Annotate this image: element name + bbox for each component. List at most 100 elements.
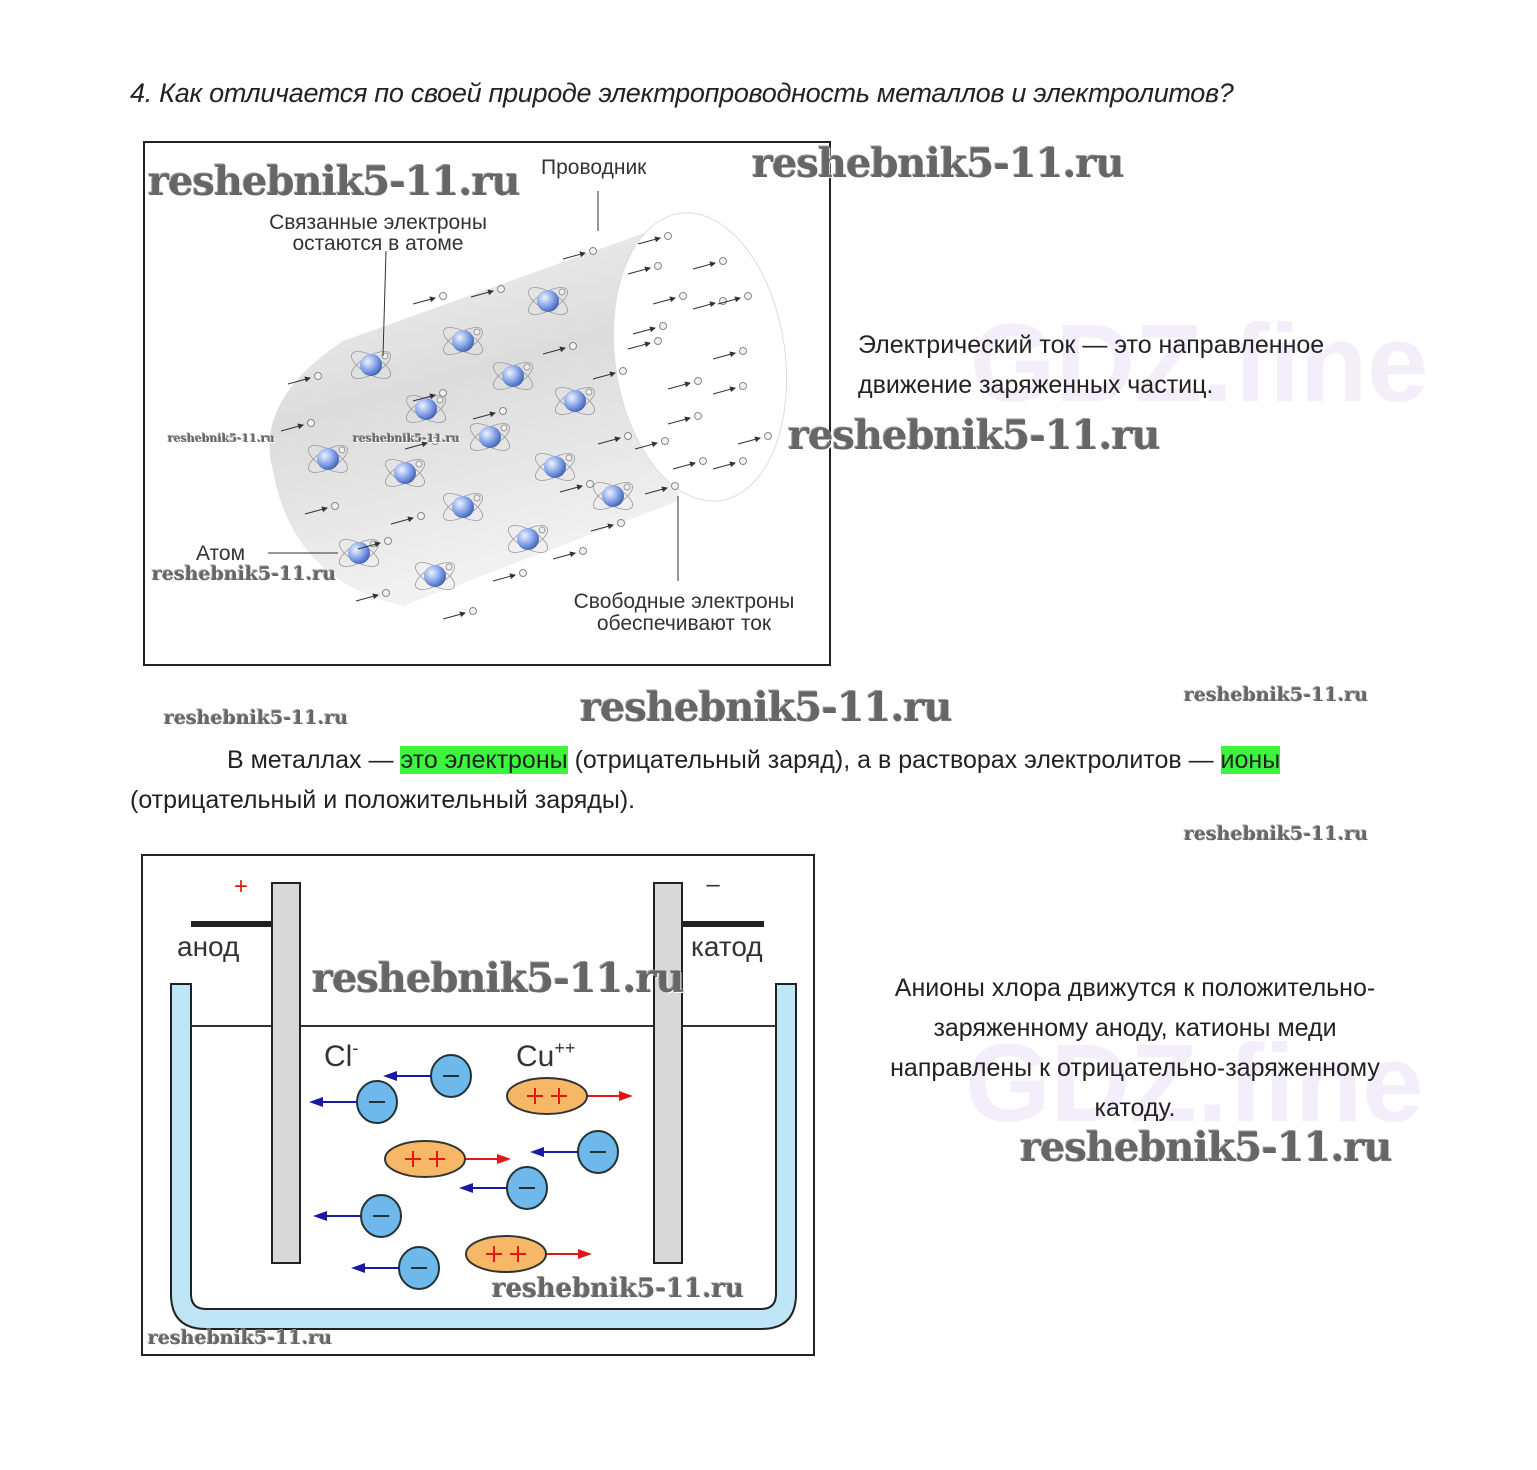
gdz-watermark: GDZ.fine xyxy=(970,302,1429,425)
cation-arrow xyxy=(587,1091,633,1101)
anion-arrow xyxy=(459,1183,507,1193)
atom xyxy=(415,562,455,590)
anion-arrow xyxy=(351,1263,399,1273)
chloride-anion xyxy=(577,1130,619,1174)
free-electron xyxy=(712,457,747,470)
watermark: reshebnik5-11.ru xyxy=(580,684,953,731)
answer-text: (отрицательный заряд), а в растворах эле… xyxy=(567,746,1221,774)
atom xyxy=(470,423,510,451)
atom xyxy=(406,395,446,423)
cathode-electrode xyxy=(653,882,683,1264)
free-electron xyxy=(717,292,752,305)
chloride-anion xyxy=(430,1054,472,1098)
label-conductor: Проводник xyxy=(541,156,647,179)
cation-arrow xyxy=(465,1154,511,1164)
free-electron xyxy=(304,502,339,515)
atom xyxy=(528,287,568,315)
chloride-anion xyxy=(398,1246,440,1290)
watermark: reshebnik5-11.ru xyxy=(752,140,1125,187)
free-electron xyxy=(492,569,527,582)
minus-sign: – xyxy=(706,871,720,898)
free-electron xyxy=(357,537,392,550)
chloride-anion xyxy=(506,1166,548,1210)
label-atom: Атом xyxy=(196,542,245,565)
free-electron xyxy=(634,437,669,450)
free-electron xyxy=(627,262,662,275)
answer-text: В металлах — xyxy=(227,746,401,774)
free-electron xyxy=(280,419,315,432)
free-electron xyxy=(287,372,322,385)
free-electron xyxy=(442,607,477,620)
watermark: reshebnik5-11.ru xyxy=(1184,684,1369,706)
free-electron xyxy=(390,512,425,525)
chloride-anion xyxy=(360,1194,402,1238)
free-electron xyxy=(542,342,577,355)
atom xyxy=(385,459,425,487)
free-electron xyxy=(472,407,507,420)
watermark: reshebnik5-11.ru xyxy=(492,1274,745,1304)
watermark: reshebnik5-11.ru xyxy=(152,563,337,585)
free-electron xyxy=(404,437,439,450)
explanation-text: Анионы хлора движутся к положительно- за… xyxy=(850,968,1420,1128)
conductor-cross-section xyxy=(612,212,788,502)
copper-label: Cu++ xyxy=(516,1038,575,1073)
free-electron xyxy=(559,480,594,493)
atom xyxy=(443,493,483,521)
chlorine-label: Cl- xyxy=(324,1038,358,1073)
free-electron xyxy=(667,412,702,425)
definition-text: Электрический ток — это направленное дви… xyxy=(858,325,1324,405)
bath xyxy=(170,983,797,1330)
free-electron xyxy=(652,292,687,305)
question-heading: 4. Как отличается по своей природе элект… xyxy=(130,78,1234,108)
anion-arrow xyxy=(530,1147,578,1157)
atom xyxy=(508,525,548,553)
free-electron xyxy=(627,337,662,350)
watermark: reshebnik5-11.ru xyxy=(148,158,521,205)
explanation-line: катоду. xyxy=(1094,1094,1176,1122)
atom xyxy=(308,445,348,473)
anion-arrow xyxy=(309,1097,357,1107)
atom xyxy=(535,453,575,481)
plus-sign: + xyxy=(234,873,248,900)
free-electron xyxy=(355,589,390,602)
electrolysis-diagram: + – анод катод Cl- Cu++ xyxy=(141,854,815,1356)
free-electron xyxy=(667,377,702,390)
free-electron xyxy=(552,547,587,560)
free-electron xyxy=(592,367,627,380)
gdz-watermark: GDZ.fine xyxy=(965,1022,1424,1145)
label-bound-electrons: остаются в атоме xyxy=(292,232,463,255)
copper-cation xyxy=(465,1235,547,1273)
free-electron xyxy=(590,519,625,532)
atom xyxy=(493,362,533,390)
free-electron xyxy=(562,247,597,260)
conductor-diagram: Проводник Связанные электроны остаются в… xyxy=(143,141,831,666)
free-electron xyxy=(712,382,747,395)
atom xyxy=(351,351,391,379)
free-electron xyxy=(412,292,447,305)
anode-label: анод xyxy=(177,931,239,962)
watermark: reshebnik5-11.ru xyxy=(353,432,460,445)
free-electron xyxy=(637,232,672,245)
anion-arrow xyxy=(383,1071,431,1081)
explanation-line: Анионы хлора движутся к положительно- xyxy=(894,974,1376,1002)
definition-line: движение заряженных частиц. xyxy=(858,371,1214,399)
anode-electrode xyxy=(271,882,301,1264)
watermark: reshebnik5-11.ru xyxy=(164,707,349,729)
explanation-line: направлены к отрицательно-заряженному xyxy=(890,1054,1380,1082)
free-electron xyxy=(737,432,772,445)
label-free-electrons: обеспечивают ток xyxy=(597,612,772,635)
watermark: reshebnik5-11.ru xyxy=(168,432,275,445)
free-electron xyxy=(692,257,727,270)
watermark: reshebnik5-11.ru xyxy=(148,1327,333,1349)
free-electron xyxy=(712,347,747,360)
cation-arrow xyxy=(546,1249,592,1259)
cathode-label: катод xyxy=(691,931,763,962)
watermark: reshebnik5-11.ru xyxy=(1184,823,1369,845)
copper-cation xyxy=(506,1077,588,1115)
label-bound-electrons: Связанные электроны xyxy=(269,211,487,234)
free-electron xyxy=(632,322,667,335)
watermark: reshebnik5-11.ru xyxy=(312,955,685,1002)
atom xyxy=(555,387,595,415)
atom xyxy=(593,482,633,510)
free-electron xyxy=(672,457,707,470)
